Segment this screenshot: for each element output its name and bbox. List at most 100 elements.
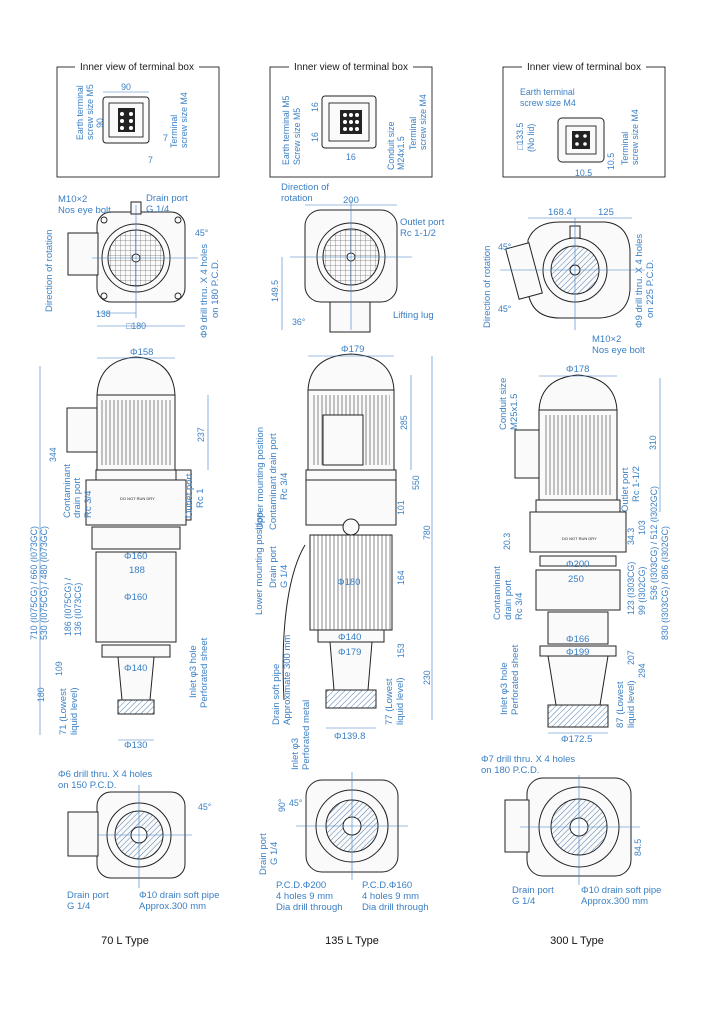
drain-135-2: G 1/4	[279, 565, 290, 588]
low-70-1: 71 (Lowest	[58, 688, 69, 735]
earth-300-1: Earth terminal	[520, 87, 575, 97]
dim-237: 237	[196, 427, 206, 442]
terminal-box-135: Inner view of terminal box Earth termina…	[269, 61, 433, 178]
dim-16c: 16	[346, 152, 356, 162]
pump-135-bottom-view: 90° 45° Drain port G 1/4 P.C.D.Φ200 4 ho…	[258, 772, 429, 913]
bolt-70-1: M10×2	[58, 194, 87, 205]
pipe-300-1: Φ10 drain soft pipe	[581, 885, 661, 896]
no-lid: (No lid)	[526, 124, 536, 152]
term-70-1: Terminal	[169, 115, 179, 148]
dim-16b: 16	[310, 132, 320, 142]
svg-text:DO NOT RUN DRY: DO NOT RUN DRY	[120, 496, 155, 501]
dim-343: 34.3	[626, 528, 636, 545]
dim-207: 207	[626, 650, 636, 665]
drain-300b-2: G 1/4	[512, 896, 535, 907]
pcd160-1: P.C.D.Φ160	[362, 880, 412, 891]
inlet-300-1: Inlet φ3 hole	[499, 662, 510, 715]
phi178: Φ178	[566, 364, 589, 375]
deg-45-70b: 45°	[198, 802, 211, 812]
earth-135-2: Screw size M5	[292, 108, 302, 165]
drain-135-1: Drain port	[268, 546, 279, 588]
deg-45-300b: 45°	[498, 304, 511, 314]
cond-135-2: M24x1.5	[396, 136, 406, 170]
phi1725: Φ172.5	[561, 734, 592, 745]
dim-105b: 10.5	[575, 168, 592, 178]
cont-70-1: Contaminant	[62, 464, 73, 518]
low-135-2: liquid level)	[395, 677, 406, 725]
box-title-300: Inner view of terminal box	[527, 62, 641, 73]
dim-230: 230	[422, 670, 432, 685]
pump-300-bottom-view: Φ7 drill thru. X 4 holes on 180 P.C.D. 8…	[481, 754, 661, 907]
term-135-1: Terminal	[408, 117, 418, 150]
dim-344: 344	[48, 447, 58, 462]
dim-250: 250	[568, 574, 584, 585]
pump-70-side-view: DO NOT RUN DRY Φ158 237 344 Contaminant …	[29, 347, 210, 751]
pcd200-3: Dia drill through	[276, 902, 343, 913]
dim-109: 109	[54, 661, 64, 676]
drill-70-2: on 180 P.C.D.	[210, 260, 221, 318]
out-70-2: Rc 1	[195, 488, 206, 508]
term-300-1: Terminal	[620, 132, 630, 165]
phi158: Φ158	[130, 347, 153, 358]
cont-300-2: drain port	[503, 580, 514, 620]
drain-300b-1: Drain port	[512, 885, 554, 896]
lifting-lug: Lifting lug	[393, 310, 434, 321]
caption-300: 300 L Type	[550, 935, 604, 947]
dim-180v: 180	[36, 687, 46, 702]
inlet-135-2: Perforated metal	[301, 700, 312, 770]
cond-300-2: M25x1.5	[509, 394, 520, 430]
drill-70b-1: Φ6 drill thru. X 4 holes	[58, 769, 152, 780]
drill-70b-2: on 150 P.C.D.	[58, 780, 116, 791]
low-135-1: 77 (Lowest	[384, 678, 395, 725]
dim-164: 164	[396, 570, 406, 585]
pcd200-1: P.C.D.Φ200	[276, 880, 326, 891]
tot-70-1: 710 (I075CG) / 660 (I073GC)	[29, 526, 39, 640]
cont-300-1: Contaminant	[492, 566, 503, 620]
tot-70-2: 530 (I075CG) / 480 (I073GC)	[39, 526, 49, 640]
dim-830: 830 (I303CG) / 806 (I302GC)	[660, 526, 670, 640]
inlet-300-2: Perforated sheet	[510, 644, 521, 715]
dim-536: 536 (I303CG) / 512 (I302GC)	[649, 486, 659, 600]
phi130: Φ130	[124, 740, 147, 751]
dim-203: 20.3	[502, 533, 512, 550]
phi166: Φ166	[566, 634, 589, 645]
low-300-1: 87 (Lowest	[615, 681, 626, 728]
phi179b: Φ179	[338, 647, 361, 658]
dim-550: 550	[411, 475, 421, 490]
drill-300b-1: Φ7 drill thru. X 4 holes	[481, 754, 575, 765]
out-300-1: Outlet port	[620, 467, 631, 512]
rot-300: Direction of rotation	[482, 246, 493, 328]
deg-90: 90°	[277, 799, 287, 812]
earth-135-1: Earth terminal M5	[281, 95, 291, 165]
phi160a: Φ160	[124, 551, 147, 562]
phi140-135: Φ140	[338, 632, 361, 643]
d186a: 186 (I075CG) /	[63, 577, 73, 636]
dim-1495: 149.5	[270, 280, 280, 302]
d123a: 123 (I303CG)	[626, 562, 636, 615]
box-title-135: Inner view of terminal box	[294, 62, 408, 73]
dim-sq180: □180	[126, 321, 146, 331]
out-300-2: Rc 1-1/2	[631, 466, 642, 502]
dim-294: 294	[637, 663, 647, 678]
deg-45-135: 45°	[289, 798, 302, 808]
svg-text:DO NOT RUN DRY: DO NOT RUN DRY	[562, 536, 597, 541]
caption-70: 70 L Type	[101, 935, 149, 947]
pcd200-2: 4 holes 9 mm	[276, 891, 333, 902]
dim-310: 310	[648, 435, 658, 450]
inlet-70-2: Perforated sheet	[199, 637, 210, 708]
rot-135-1: Direction of	[281, 182, 329, 193]
dim-90h: 90	[95, 118, 105, 128]
dim-780: 780	[422, 525, 432, 540]
pipe-135-1: Drain soft pipe	[271, 664, 282, 725]
pump-300-side-view: DO NOT RUN DRY Φ178 Conduit size M25x1.5…	[492, 364, 670, 745]
cont-135-1: Contaminant drain port	[268, 433, 279, 530]
cond-300-1: Conduit size	[498, 378, 509, 430]
bolt-300-1: M10×2	[592, 334, 621, 345]
terminal-box-70: Inner view of terminal box 90 90 Earth t…	[56, 61, 220, 178]
rot-70: Direction of rotation	[44, 230, 55, 312]
phi200: Φ200	[566, 559, 589, 570]
bolt-300-2: Nos eye bolt	[592, 345, 645, 356]
dim-101: 101	[396, 500, 406, 515]
rot-135-2: rotation	[281, 193, 313, 204]
pipe-135-2: Approximate 300 mm	[282, 635, 293, 725]
